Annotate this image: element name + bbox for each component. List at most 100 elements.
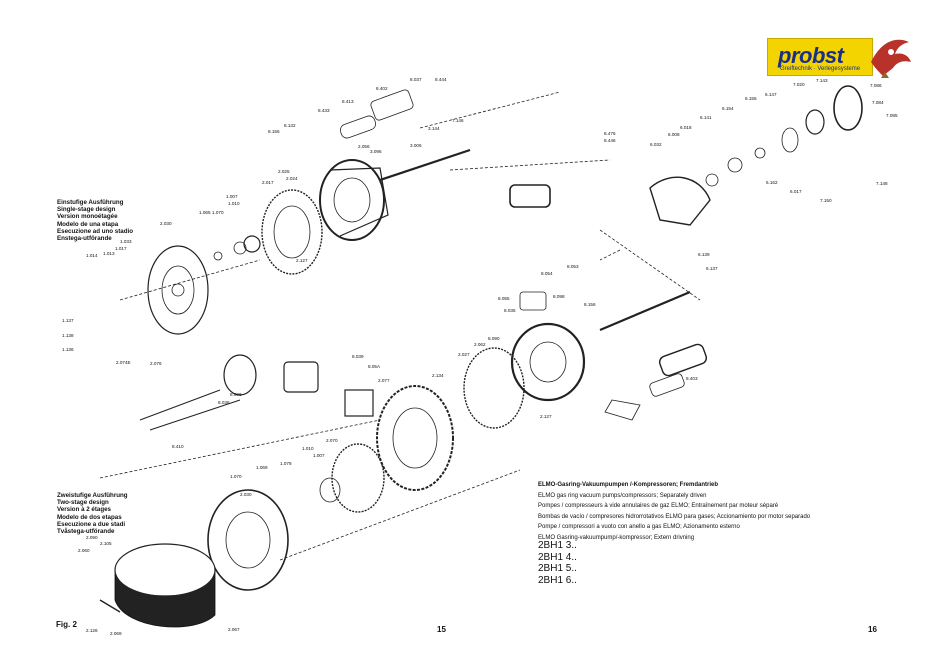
part-number-label: 2.017 <box>262 180 274 185</box>
legend-line: Einstufige Ausführung <box>57 199 124 206</box>
part-number-label: 8.098 <box>553 294 565 299</box>
part-number-label: 7.148 <box>876 181 888 186</box>
legend-line: Modelo de dos etapas <box>57 513 122 521</box>
part-number-label: 8.053 <box>567 264 579 269</box>
part-number-label: 1.138 <box>62 333 74 338</box>
housing-upper <box>319 159 385 241</box>
model-list: 2BH1 3.. 2BH1 4.. 2BH1 5.. 2BH1 6.. <box>538 540 577 586</box>
silencer-upper <box>339 115 377 139</box>
part-number-label: 6.141 <box>700 115 712 120</box>
part-number-label: 8.037 <box>410 77 422 82</box>
silencer-right <box>509 184 551 208</box>
logo-brand: probst <box>778 43 844 68</box>
part-number-label: 2.105 <box>100 541 112 546</box>
caption-line: Pompes / compresseurs à vide annulaires … <box>538 503 779 510</box>
legend-single-stage: Einstufige Ausführung Single-stage desig… <box>57 199 133 242</box>
part-number-label: 2.024 <box>286 176 298 181</box>
part-number-label: 2.030 <box>160 221 172 226</box>
part-number-label: 1.137 <box>62 318 74 323</box>
logo-tagline: Greiftechnik · Verlegesysteme <box>780 66 861 72</box>
logo-box: probst Greiftechnik · Verlegesysteme <box>767 38 873 76</box>
part-number-label: 1.069 <box>256 465 268 470</box>
legend-line: Single-stage design <box>57 206 116 214</box>
cover-plate-lower <box>207 489 289 591</box>
part-number-label: 2.076 <box>150 361 162 366</box>
part-number-label: 8.433 <box>318 108 330 113</box>
part-number-label: 1.078 <box>280 461 292 466</box>
model-item: 2BH1 5.. <box>538 563 577 574</box>
page-number-left: 15 <box>437 625 446 634</box>
part-number-label: 6.154 <box>722 106 734 111</box>
shaft-upper <box>379 148 471 182</box>
part-number-label: 2.056 <box>358 144 370 149</box>
part-number-label: 8.035 <box>504 308 516 313</box>
legend-line: Esecuzione ad uno stadio <box>57 227 133 235</box>
part-number-label: 1.065 <box>199 210 211 215</box>
fan <box>805 109 825 135</box>
caption-line: ELMO-Gasring-Vakuumpumpen /-Kompressoren… <box>538 482 719 488</box>
part-number-label: 2.070 <box>326 438 338 443</box>
part-number-label: 6.018 <box>680 125 692 130</box>
part-number-label: 1.010 <box>302 446 314 451</box>
part-number-label: 8.156 <box>584 302 596 307</box>
part-number-label: 8.446 <box>604 138 616 143</box>
caption-line: Pompe / compressori a vuoto con anello a… <box>538 524 740 531</box>
part-number-label: 6.032 <box>650 142 662 147</box>
bearing-bracket <box>649 176 711 226</box>
part-number-label: 8.156 <box>268 129 280 134</box>
legend-line: Version à 2 étages <box>57 506 111 514</box>
part-number-label: 7.143 <box>816 78 828 83</box>
part-number-label: 1.070 <box>212 210 224 215</box>
part-number-label: 7.146 <box>452 118 464 123</box>
part-number-label: 3.006 <box>410 143 422 148</box>
caption-line: ELMO gas ring vacuum pumps/compressors; … <box>538 492 707 499</box>
part-number-label: 6.008 <box>668 132 680 137</box>
part-number-label: 8.402 <box>376 86 388 91</box>
part-number-label: 8.05A <box>368 364 381 369</box>
part-number-label: 6.139 <box>698 252 710 257</box>
probst-logo: probst Greiftechnik · Verlegesysteme <box>763 32 913 80</box>
part-number-label: 2.127 <box>540 414 552 419</box>
legend-line: Two-stage design <box>57 499 109 507</box>
part-number-label: 1.014 <box>86 253 98 258</box>
part-number-label: 1.070 <box>230 474 242 479</box>
part-number-label: 2.067 <box>228 627 240 632</box>
part-number-label: 2.134 <box>432 373 444 378</box>
part-number-label: 7.020 <box>793 82 805 87</box>
part-number-label: 8.055 <box>498 296 510 301</box>
model-item: 2BH1 4.. <box>538 551 577 563</box>
part-number-label: 2.069 <box>110 631 122 636</box>
legend-line: Version monoétagée <box>57 213 118 221</box>
part-number-label: 8.039 <box>352 354 364 359</box>
part-number-label: 7.150 <box>820 198 832 203</box>
part-number-label: 6.147 <box>765 92 777 97</box>
part-number-label: 1.007 <box>313 453 325 458</box>
part-number-label: 8.413 <box>342 99 354 104</box>
cover-plate-upper <box>147 245 209 335</box>
part-number-label: 2.077 <box>378 378 390 383</box>
model-item: 2BH1 3.. <box>538 540 577 551</box>
silencer-pipe-mid <box>223 354 257 396</box>
fan-cover <box>833 85 863 131</box>
part-number-label: 2.126 <box>86 628 98 633</box>
caption: ELMO-Gasring-Vakuumpumpen /-Kompressoren… <box>538 480 810 544</box>
part-number-label: 8.444 <box>435 77 447 82</box>
legend-line: Enstega-utförande <box>57 235 112 243</box>
part-number-label: 8.054 <box>541 271 553 276</box>
legend-line: Zweistufige Ausführung <box>57 492 128 499</box>
part-number-label: 6.162 <box>766 180 778 185</box>
part-number-label: 3.144 <box>428 126 440 131</box>
page-number-right: 16 <box>868 625 877 634</box>
part-number-label: 1.033 <box>120 239 132 244</box>
part-number-label: 2.062 <box>474 342 486 347</box>
part-number-label: 7.085 <box>886 113 898 118</box>
part-number-label: 1.136 <box>62 347 74 352</box>
legend-two-stage: Zweistufige Ausführung Two-stage design … <box>57 492 128 535</box>
part-number-label: 1.017 <box>115 246 127 251</box>
impeller-upper <box>261 189 323 275</box>
legend-line: Esecuzione a due stadi <box>57 520 126 528</box>
part-number-label: 8.410 <box>172 444 184 449</box>
part-number-label: 2.074E <box>116 360 131 365</box>
